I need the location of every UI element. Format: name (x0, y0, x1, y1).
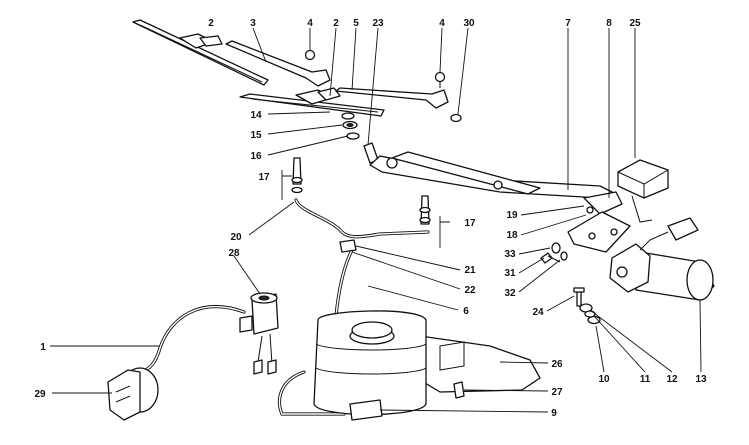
wiper-arm-right (335, 71, 449, 109)
callout-31: 31 (504, 268, 516, 279)
small-hardware (540, 242, 601, 325)
callout-33: 33 (504, 249, 516, 260)
callout-28: 28 (228, 248, 240, 259)
callout-10: 10 (598, 374, 610, 385)
callout-5: 5 (353, 18, 359, 29)
washer-reservoir (313, 310, 541, 421)
callout-17: 17 (258, 172, 270, 183)
washer-hoses (138, 198, 430, 416)
motor-bracket (567, 191, 631, 253)
callout-24: 24 (532, 307, 544, 318)
callout-17: 17 (464, 218, 476, 229)
washer-motor (107, 367, 159, 421)
washer-pump (239, 292, 279, 375)
spindle-cap (450, 113, 462, 123)
hose-junction (339, 239, 357, 253)
callout-32: 32 (504, 288, 516, 299)
callout-21: 21 (464, 265, 476, 276)
callout-7: 7 (565, 18, 571, 29)
callout-19: 19 (506, 210, 518, 221)
callout-2: 2 (208, 18, 214, 29)
callout-30: 30 (463, 18, 475, 29)
callout-12: 12 (666, 374, 678, 385)
washer-nozzles (291, 157, 431, 225)
callout-13: 13 (695, 374, 707, 385)
callout-16: 16 (250, 151, 262, 162)
callout-22: 22 (464, 285, 476, 296)
callout-14: 14 (250, 110, 262, 121)
callout-2: 2 (333, 18, 339, 29)
callout-4: 4 (307, 18, 313, 29)
callout-15: 15 (250, 130, 262, 141)
wiper-arm-left (225, 40, 331, 87)
callout-11: 11 (640, 374, 651, 385)
callouts: 2 3 4 2 5 23 4 30 7 8 25 14 15 16 17 17 … (34, 18, 707, 419)
wiper-blade-lower (239, 87, 385, 117)
callout-18: 18 (506, 230, 518, 241)
callout-9: 9 (551, 408, 557, 419)
callout-26: 26 (551, 359, 563, 370)
relay (617, 159, 669, 223)
wiper-motor (609, 217, 715, 301)
spindle-nut-washers (341, 112, 379, 164)
wiper-linkage (369, 151, 613, 199)
callout-3: 3 (250, 18, 256, 29)
callout-27: 27 (551, 387, 563, 398)
leader-lines (50, 27, 702, 413)
callout-29: 29 (34, 389, 46, 400)
callout-1: 1 (40, 342, 46, 353)
callout-23: 23 (372, 18, 384, 29)
callout-20: 20 (230, 232, 242, 243)
callout-6: 6 (463, 306, 469, 317)
callout-4: 4 (439, 18, 445, 29)
callout-8: 8 (606, 18, 612, 29)
wiper-blade-upper (132, 19, 269, 86)
callout-25: 25 (629, 18, 641, 29)
